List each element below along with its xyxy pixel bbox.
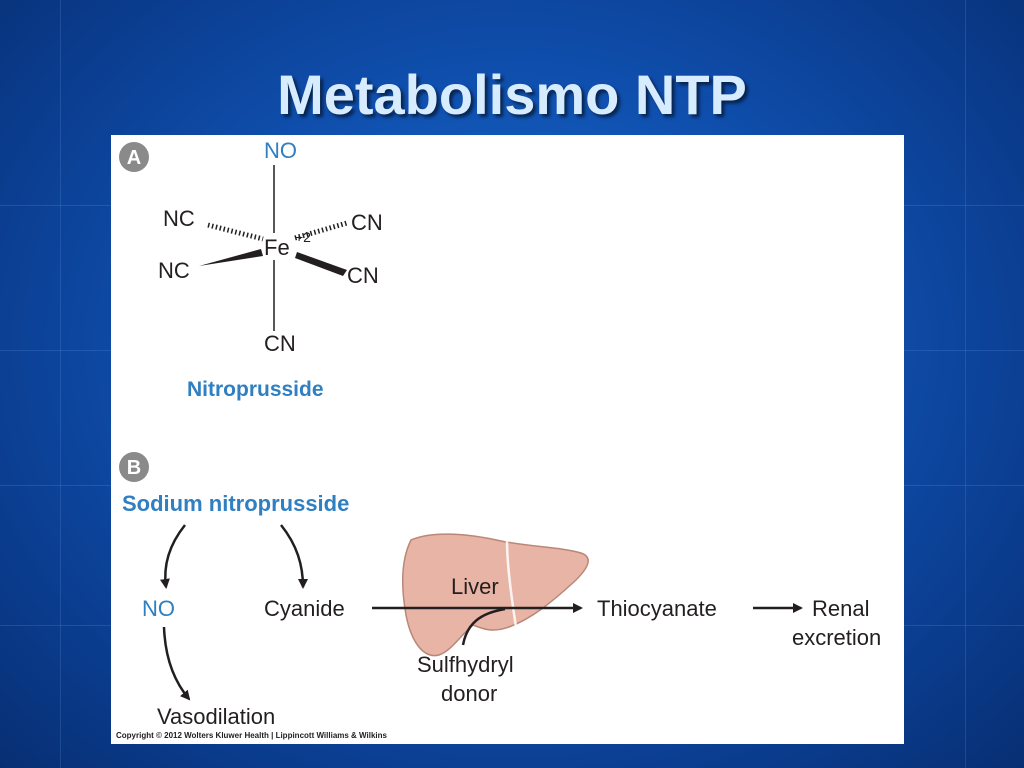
bg-line xyxy=(60,0,61,768)
arrow-to-cyanide xyxy=(280,524,308,589)
bg-line xyxy=(965,0,966,768)
slide-title: Metabolismo NTP xyxy=(277,63,747,126)
renal-line1: Renal xyxy=(812,596,869,621)
bond-lower-right-wedge xyxy=(295,252,347,276)
sulfhydryl-donor-curve xyxy=(461,607,506,646)
ligand-upper-right: CN xyxy=(351,210,383,235)
nitroprusside-caption: Nitroprusside xyxy=(187,378,324,401)
badge-a-label: A xyxy=(127,147,141,169)
liver-ligament xyxy=(505,540,518,628)
node-vasodilation: Vasodilation xyxy=(157,704,275,729)
bond-upper-right-hashed xyxy=(294,220,348,241)
sodium-nitroprusside-heading: Sodium nitroprusside xyxy=(122,491,349,516)
badge-b: B xyxy=(119,452,149,482)
badge-a: A xyxy=(119,142,149,172)
node-no: NO xyxy=(142,596,175,621)
renal-line2: excretion xyxy=(792,625,881,650)
ligand-lower-left: NC xyxy=(158,258,190,283)
figure-panel: A NO NC CN NC CN CN Fe +2 Nitroprusside … xyxy=(111,135,904,744)
center-atom: Fe xyxy=(264,235,290,260)
arrow-to-no xyxy=(159,524,186,589)
ligand-upper-left: NC xyxy=(163,206,195,231)
ligand-bottom: CN xyxy=(264,331,296,356)
copyright-notice: Copyright © 2012 Wolters Kluwer Health |… xyxy=(116,731,387,740)
arrow-to-vasodilation xyxy=(162,626,191,701)
bond-lower-left-wedge xyxy=(199,249,263,266)
ligand-top-no: NO xyxy=(264,138,297,163)
node-cyanide: Cyanide xyxy=(264,596,345,621)
donor-line2: donor xyxy=(441,681,497,706)
figure-svg: A NO NC CN NC CN CN Fe +2 Nitroprusside … xyxy=(119,138,881,729)
liver-label: Liver xyxy=(451,574,499,599)
center-charge: +2 xyxy=(295,229,311,245)
badge-b-label: B xyxy=(127,457,141,479)
node-thiocyanate: Thiocyanate xyxy=(597,596,717,621)
donor-line1: Sulfhydryl xyxy=(417,652,514,677)
bond-upper-left-hashed xyxy=(207,222,264,242)
ligand-lower-right: CN xyxy=(347,263,379,288)
